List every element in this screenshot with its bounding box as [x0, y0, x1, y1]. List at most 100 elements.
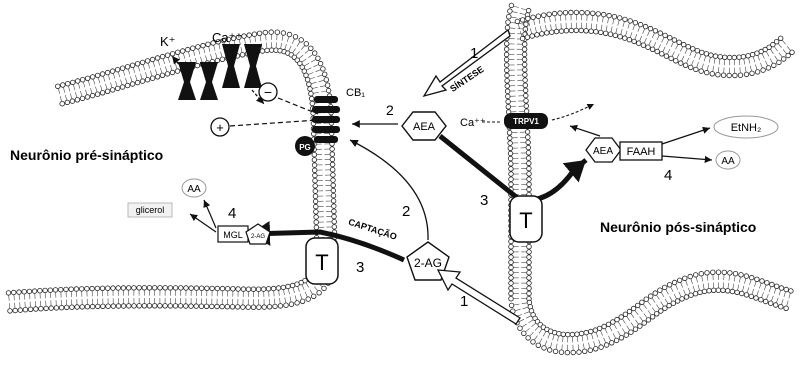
lipid-tail [616, 28, 617, 33]
lipid-head [642, 321, 647, 326]
lipid-head [569, 10, 574, 15]
lipid-head [311, 294, 316, 299]
lipid-head [660, 52, 665, 57]
lipid-head [571, 350, 576, 355]
lipid-head [643, 24, 648, 29]
lipid-head [194, 286, 199, 291]
lipid-head [80, 96, 85, 101]
lipid-tail [702, 276, 703, 282]
lipid-tail [306, 283, 309, 288]
lipid-tail [775, 56, 778, 61]
lipid-tail [116, 81, 118, 86]
lipid-head [561, 332, 566, 337]
lipid-head [668, 35, 673, 40]
lipid-head [281, 31, 286, 36]
lipid-tail [543, 332, 546, 337]
lipid-tail [320, 86, 325, 87]
lipid-head [527, 244, 532, 249]
lipid-tail [319, 80, 324, 81]
lipid-head [64, 287, 69, 292]
lipid-tail [155, 69, 157, 74]
lipid-head [59, 305, 64, 310]
lipid-head [75, 79, 80, 84]
lipid-head [547, 348, 552, 353]
lipid-head [755, 70, 760, 75]
lipid-head [699, 69, 704, 74]
lipid-tail [521, 8, 526, 10]
lipid-head [56, 84, 61, 89]
lipid-head [65, 100, 70, 105]
lipid-tail [738, 285, 739, 290]
lipid-tail [312, 87, 317, 88]
lipid-head [509, 296, 514, 301]
lipid-head [640, 300, 645, 305]
lipid-head [309, 96, 314, 101]
lipid-head [306, 297, 311, 302]
lipid-tail [644, 314, 647, 318]
lipid-head [152, 286, 157, 291]
lipid-head [106, 304, 111, 309]
lipid-head [633, 20, 638, 25]
lipid-tail [551, 24, 552, 30]
lipid-tail [679, 292, 681, 297]
lipid-head [655, 49, 660, 54]
lipid-head [737, 55, 742, 60]
lipid-head [790, 50, 795, 55]
lipid-head [727, 55, 732, 60]
lipid-head [750, 71, 755, 76]
lipid-tail [654, 42, 656, 47]
lipid-tail [613, 19, 614, 24]
lipid-tail [523, 307, 528, 308]
lipid-head [623, 312, 628, 317]
lipid-head [257, 31, 262, 36]
lipid-head [509, 182, 514, 187]
lipid-head [623, 36, 628, 41]
lipid-tail [596, 24, 597, 29]
faah-to-etnh2-arrow [662, 128, 710, 144]
lipid-tail [621, 29, 623, 34]
lipid-tail [279, 290, 280, 296]
lipid-head [667, 283, 672, 288]
lipid-head [505, 79, 510, 84]
lipid-head [289, 302, 294, 307]
lipid-head [763, 299, 768, 304]
lipid-tail [510, 23, 516, 24]
lipid-head [332, 209, 337, 214]
lipid-head [549, 30, 554, 35]
lipid-head [509, 177, 514, 182]
lipid-head [199, 304, 204, 309]
lipid-tail [635, 320, 638, 325]
lipid-tail [562, 345, 563, 350]
lipid-head [314, 220, 319, 225]
lipid-head [638, 324, 643, 329]
lipid-head [130, 82, 135, 87]
lipid-head [132, 286, 137, 291]
lipid-head [23, 307, 28, 312]
ca-channel [222, 44, 262, 88]
lipid-tail [274, 299, 275, 304]
lipid-tail [755, 64, 757, 69]
lipid-head [196, 45, 201, 50]
lipid-tail [58, 89, 59, 94]
lipid-head [608, 32, 613, 37]
lipid-tail [78, 83, 79, 88]
lipid-tail [558, 336, 559, 341]
lipid-tail [209, 47, 210, 52]
lipid-tail [750, 66, 751, 71]
lipid-tail [297, 42, 300, 47]
lipid-tail [630, 32, 632, 37]
lipid-head [225, 304, 230, 309]
lipid-head [527, 172, 532, 177]
lipid-head [74, 287, 79, 292]
lipid-head [105, 70, 110, 75]
lipid-head [59, 287, 64, 292]
lipid-head [617, 16, 622, 21]
lipid-head [137, 286, 142, 291]
lipid-head [263, 30, 268, 35]
lipid-head [321, 67, 326, 72]
lipid-tail [287, 37, 289, 42]
lipid-head [638, 22, 643, 27]
lipid-head [64, 305, 69, 310]
lipid-head [523, 78, 528, 83]
lipid-tail [752, 289, 754, 294]
